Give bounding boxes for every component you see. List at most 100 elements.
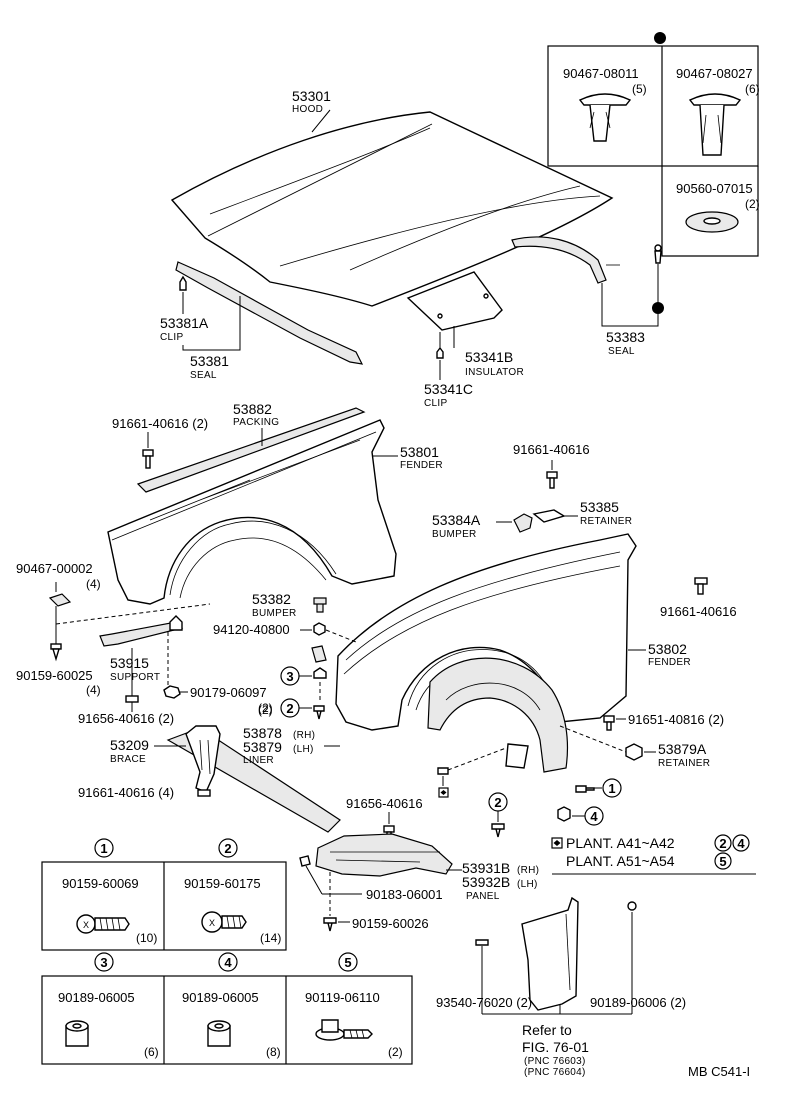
svg-text:4: 4 <box>590 809 598 824</box>
screw-icon <box>475 939 489 946</box>
screw-90159-60025-qty: (4) <box>86 683 101 697</box>
inset-a-number: 90467-08011 <box>563 66 639 81</box>
plant-note-2: PLANT. A51~A54 <box>566 853 675 869</box>
inset-3-qty: (6) <box>144 1045 159 1059</box>
callout-5: 5 <box>714 852 732 870</box>
plant-note-1: PLANT. A41~A42 <box>566 835 675 851</box>
spot-marker-icon <box>654 32 666 44</box>
screw-icon <box>323 917 337 932</box>
bumper-53384a-number: 53384A <box>432 512 481 528</box>
bolt-icon <box>694 577 708 595</box>
hood-group: 53301 HOOD <box>170 88 614 307</box>
svg-text:X: X <box>83 920 89 930</box>
svg-text:3: 3 <box>286 669 293 684</box>
bolt-icon <box>603 715 615 731</box>
inset-2-qty: (14) <box>260 931 281 945</box>
retainer-53385-name: RETAINER <box>580 516 632 527</box>
inset-3-number: 90189-06005 <box>58 990 135 1005</box>
washer-icon <box>685 211 739 233</box>
svg-text:3: 3 <box>100 955 107 970</box>
retainer-53385-number: 53385 <box>580 499 619 515</box>
bolt-91651-label: 91651-40816 (2) <box>628 712 724 727</box>
refer-line2[interactable]: FIG. 76-01 <box>522 1039 589 1055</box>
callout-4: 4 <box>732 834 750 852</box>
seal-53383-group: 53383 SEAL <box>511 236 664 357</box>
bumper-53382-group: 53382 BUMPER 94120-40800 <box>213 591 357 663</box>
panel-53932b-side: (LH) <box>517 879 538 890</box>
inset-b-number: 90467-08027 <box>676 66 753 81</box>
callout-2-qty: (2) <box>258 703 273 717</box>
liner-53878-number: 53878 <box>243 725 282 741</box>
callout-1: 1 <box>602 778 622 798</box>
tapping-screw-icon: X <box>76 914 130 934</box>
bolt-91661-c-label: 91661-40616 <box>660 604 737 619</box>
clip-53381a-number: 53381A <box>160 315 209 331</box>
push-clip-icon <box>578 93 632 142</box>
insulator-number: 53341B <box>465 349 513 365</box>
clip-90467-00002-qty: (4) <box>86 577 101 591</box>
panel-53932b-number: 53932B <box>462 874 510 890</box>
nut-clip-icon <box>65 1020 89 1047</box>
support-name: SUPPORT <box>110 672 160 683</box>
screw-90159-60025-label: 90159-60025 <box>16 668 93 683</box>
svg-text:2: 2 <box>719 836 726 851</box>
insulator-name: INSULATOR <box>465 367 524 378</box>
svg-text:4: 4 <box>224 955 232 970</box>
liner-53879-number: 53879 <box>243 739 282 755</box>
bolt-91661-d-label: 91661-40616 (4) <box>78 785 174 800</box>
clip-53341c-number: 53341C <box>424 381 473 397</box>
liner-fasteners: 3 (2) 2 <box>258 666 327 720</box>
inset-4-number: 90189-06005 <box>182 990 259 1005</box>
support-number: 53915 <box>110 655 149 671</box>
inset-b-qty: (6) <box>745 82 760 96</box>
refer-line1: Refer to <box>522 1022 572 1038</box>
packing-number: 53882 <box>233 401 272 417</box>
plant-marker-icon <box>551 837 563 849</box>
fender-53802-name: FENDER <box>648 657 691 668</box>
seal-53383-name: SEAL <box>608 346 635 357</box>
screw-icon <box>50 643 62 662</box>
panel-53931b-side: (RH) <box>517 865 539 876</box>
bolt-91661-b-label: 91661-40616 <box>513 442 590 457</box>
seal-53381-group: 53381A CLIP 53381 SEAL <box>160 261 364 381</box>
liner-53878-side: (RH) <box>293 730 315 741</box>
callout-3: 3 <box>280 666 300 686</box>
screw-icon <box>575 785 595 793</box>
bumper-53382-name: BUMPER <box>252 608 297 619</box>
panel-group: 91656-40616 90183-06001 PANEL 53931B (RH… <box>299 796 539 932</box>
inset-1-number: 90159-60069 <box>62 876 139 891</box>
seal-53383-number: 53383 <box>606 329 645 345</box>
inset-c-qty: (2) <box>745 197 760 211</box>
inset-5-number: 90119-06110 <box>305 990 380 1005</box>
svg-text:2: 2 <box>494 795 501 810</box>
callout-5: 5 <box>338 952 358 972</box>
svg-text:X: X <box>209 918 215 928</box>
refer-line3: (PNC 76603) <box>524 1056 586 1067</box>
plant-marker-icon <box>438 787 449 798</box>
callout-2: 2 <box>714 834 732 852</box>
liner-group: 53878 (RH) 53879 (LH) LINER <box>243 657 569 773</box>
left-fasteners: 90467-00002 (4) 90159-60025 (4) <box>16 561 211 697</box>
screw-icon <box>437 767 449 775</box>
seal-53381-number: 53381 <box>190 353 229 369</box>
support-group: 53915 SUPPORT 90179-06097 (2) 91656-4061… <box>78 615 273 726</box>
mudflap-shape <box>521 896 579 1011</box>
flange-bolt-icon <box>315 1019 373 1041</box>
clip-90467-00002-label: 90467-00002 <box>16 561 93 576</box>
top-inset: 90467-08011 (5) 90467-08027 (6) 90560-07… <box>547 32 760 257</box>
bumper-53384a-name: BUMPER <box>432 529 477 540</box>
svg-text:5: 5 <box>344 955 351 970</box>
bolt-icon <box>197 789 211 797</box>
nut-94120-label: 94120-40800 <box>213 622 290 637</box>
right-fasteners: 91651-40816 (2) 53879A RETAINER 1 4 <box>437 712 724 838</box>
nut-90179-label: 90179-06097 <box>190 685 267 700</box>
screw-90189-06006-label: 90189-06006 (2) <box>590 995 686 1010</box>
svg-text:2: 2 <box>224 841 231 856</box>
svg-text:1: 1 <box>100 841 107 856</box>
hood-number: 53301 <box>292 88 331 104</box>
nut-clip-icon <box>207 1020 231 1047</box>
svg-text:2: 2 <box>286 701 293 716</box>
callout-3: 3 <box>94 952 114 972</box>
inset-4-qty: (8) <box>266 1045 281 1059</box>
mudflap-group: 93540-76020 (2) 90189-06006 (2) Refer to… <box>436 896 686 1078</box>
